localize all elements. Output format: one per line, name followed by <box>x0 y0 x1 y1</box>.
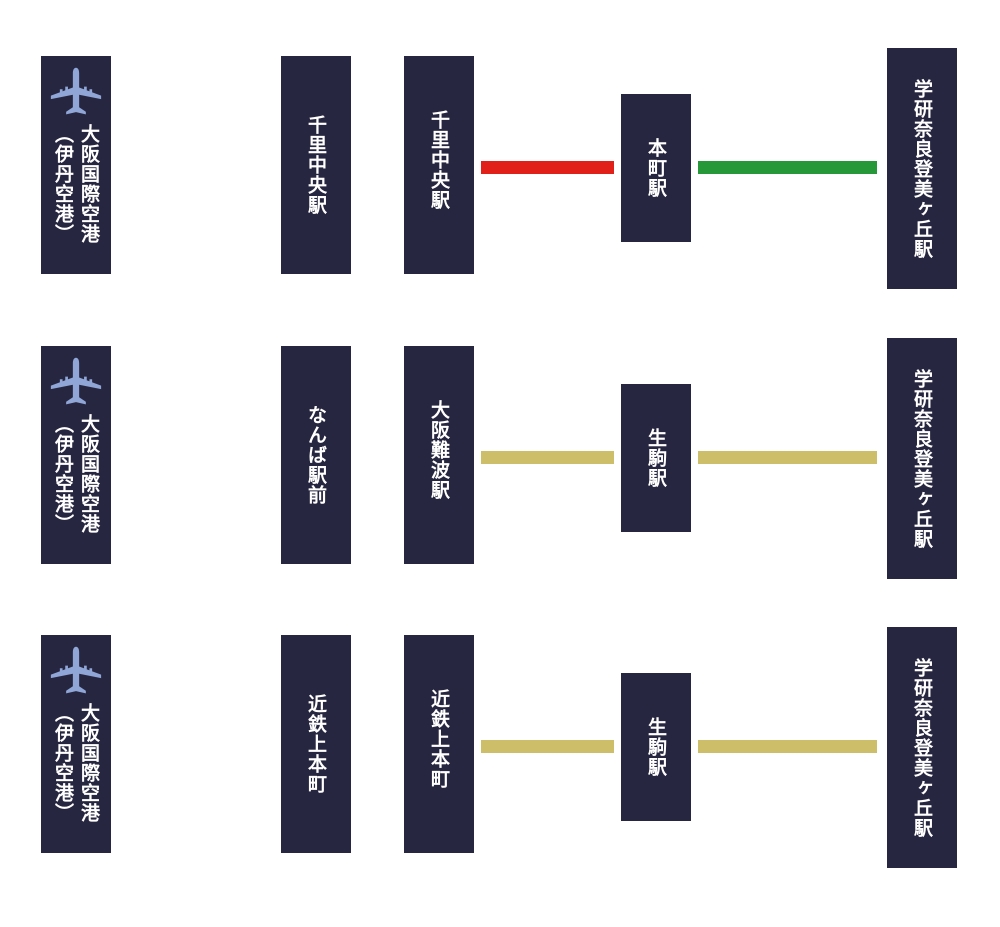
bus-stop-box: なんば駅前 <box>281 346 351 564</box>
origin-subname: （伊丹空港） <box>52 703 74 823</box>
transfer-station-box: 生駒駅 <box>621 384 691 532</box>
airplane-icon <box>50 67 102 115</box>
airplane-icon-shape <box>50 357 102 405</box>
departure-station-box: 千里中央駅 <box>404 56 474 274</box>
airplane-icon <box>50 646 102 694</box>
airplane-icon <box>50 357 102 405</box>
rail-segment-2 <box>698 161 877 174</box>
origin-names: 大阪国際空港 （伊丹空港） <box>51 703 101 823</box>
route-row: 大阪国際空港 （伊丹空港） なんば駅前 大阪難波駅 生駒駅 学研奈良登美ヶ丘駅 <box>0 338 1000 598</box>
departure-station-name: 大阪難波駅 <box>428 400 450 500</box>
origin-airport-box: 大阪国際空港 （伊丹空港） <box>41 56 111 274</box>
departure-station-name: 近鉄上本町 <box>428 689 450 789</box>
route-row: 大阪国際空港 （伊丹空港） 近鉄上本町 近鉄上本町 生駒駅 学研奈良登美ヶ丘駅 <box>0 627 1000 887</box>
origin-name: 大阪国際空港 <box>78 124 100 244</box>
origin-name: 大阪国際空港 <box>78 414 100 534</box>
airplane-icon-shape <box>50 646 102 694</box>
destination-station-box: 学研奈良登美ヶ丘駅 <box>887 338 957 579</box>
bus-stop-box: 千里中央駅 <box>281 56 351 274</box>
rail-segment-1 <box>481 451 614 464</box>
transfer-station-box: 本町駅 <box>621 94 691 242</box>
origin-subname: （伊丹空港） <box>52 414 74 534</box>
destination-station-name: 学研奈良登美ヶ丘駅 <box>911 368 933 549</box>
bus-stop-name: 千里中央駅 <box>305 115 327 215</box>
departure-station-name: 千里中央駅 <box>428 110 450 210</box>
bus-stop-name: なんば駅前 <box>305 405 327 505</box>
transfer-station-name: 生駒駅 <box>645 717 667 777</box>
rail-segment-1 <box>481 161 614 174</box>
bus-stop-name: 近鉄上本町 <box>305 694 327 794</box>
destination-station-box: 学研奈良登美ヶ丘駅 <box>887 48 957 289</box>
origin-name: 大阪国際空港 <box>78 703 100 823</box>
rail-segment-2 <box>698 740 877 753</box>
destination-station-name: 学研奈良登美ヶ丘駅 <box>911 78 933 259</box>
transfer-station-name: 本町駅 <box>645 138 667 198</box>
transfer-station-box: 生駒駅 <box>621 673 691 821</box>
rail-segment-1 <box>481 740 614 753</box>
origin-names: 大阪国際空港 （伊丹空港） <box>51 414 101 534</box>
route-row: 大阪国際空港 （伊丹空港） 千里中央駅 千里中央駅 本町駅 学研奈良登美ヶ丘駅 <box>0 48 1000 308</box>
departure-station-box: 近鉄上本町 <box>404 635 474 853</box>
destination-station-name: 学研奈良登美ヶ丘駅 <box>911 657 933 838</box>
origin-airport-box: 大阪国際空港 （伊丹空港） <box>41 635 111 853</box>
transfer-station-name: 生駒駅 <box>645 428 667 488</box>
rail-segment-2 <box>698 451 877 464</box>
origin-names: 大阪国際空港 （伊丹空港） <box>51 124 101 244</box>
origin-airport-box: 大阪国際空港 （伊丹空港） <box>41 346 111 564</box>
bus-stop-box: 近鉄上本町 <box>281 635 351 853</box>
departure-station-box: 大阪難波駅 <box>404 346 474 564</box>
airplane-icon-shape <box>50 67 102 115</box>
destination-station-box: 学研奈良登美ヶ丘駅 <box>887 627 957 868</box>
origin-subname: （伊丹空港） <box>52 124 74 244</box>
